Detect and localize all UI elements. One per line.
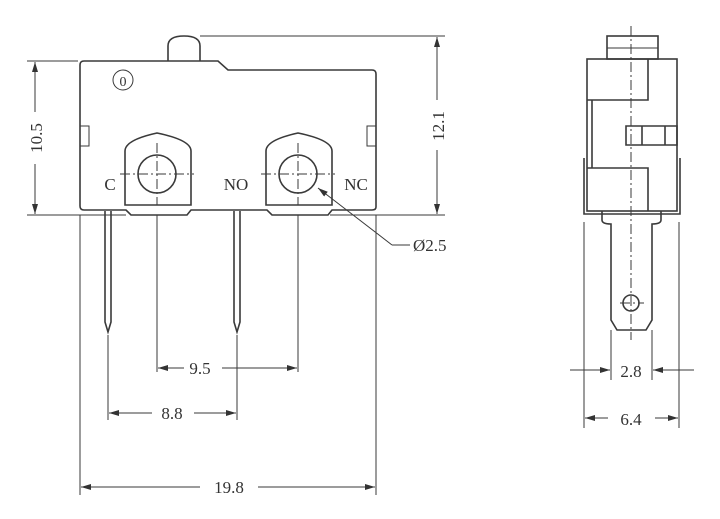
label-c: C bbox=[104, 175, 115, 194]
c-terminal-lug bbox=[124, 132, 192, 206]
label-no: NO bbox=[224, 175, 249, 194]
dim-body-height: 10.5 bbox=[27, 123, 46, 153]
actuator bbox=[167, 35, 201, 61]
side-centerline bbox=[620, 26, 644, 340]
body-mark-circle bbox=[112, 69, 134, 91]
dim-body-thickness: 6.4 bbox=[620, 410, 642, 429]
side-body bbox=[586, 58, 678, 212]
body-mark: 0 bbox=[120, 75, 127, 90]
dim-pitch-no-nc: 9.5 bbox=[189, 359, 210, 378]
side-terminal bbox=[601, 211, 662, 331]
front-dimensions: 10.5 12.1 Ø2.5 9.5 8.8 19.8 bbox=[27, 35, 448, 497]
side-view bbox=[583, 26, 681, 340]
dim-total-height: 12.1 bbox=[429, 111, 448, 141]
nc-terminal-lug bbox=[265, 132, 333, 206]
dim-hole-diameter: Ø2.5 bbox=[413, 236, 447, 255]
right-tab bbox=[366, 125, 377, 147]
dim-terminal-width: 2.8 bbox=[620, 362, 641, 381]
left-tab bbox=[79, 125, 90, 147]
dim-body-width: 19.8 bbox=[214, 478, 244, 497]
no-pin bbox=[233, 211, 241, 335]
label-nc: NC bbox=[344, 175, 368, 194]
centerlines bbox=[120, 143, 335, 205]
switch-body bbox=[79, 60, 377, 216]
c-pin bbox=[104, 211, 112, 335]
dim-pitch-c-no: 8.8 bbox=[161, 404, 182, 423]
side-dimensions: 2.8 6.4 bbox=[570, 222, 694, 429]
front-view: 0 C NO NC bbox=[79, 35, 377, 335]
